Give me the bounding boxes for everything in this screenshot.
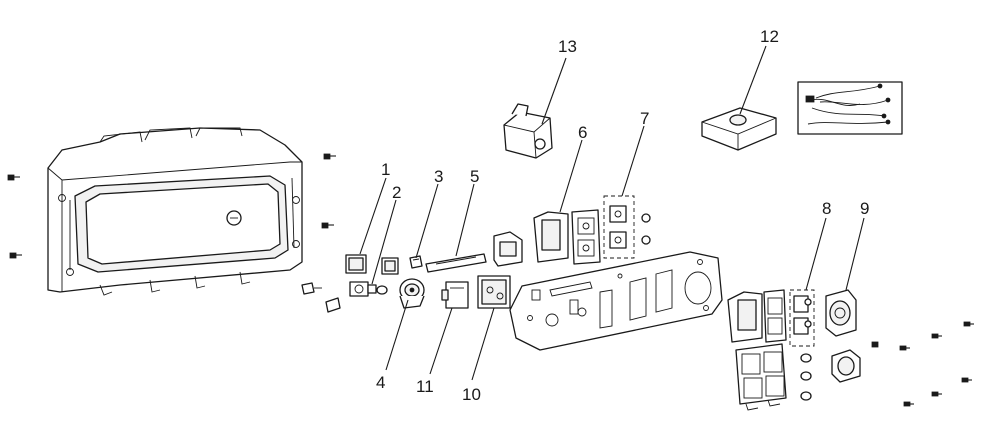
part-6-gfci-outlet <box>533 209 601 265</box>
right-screws <box>871 321 974 407</box>
screw <box>931 391 942 397</box>
part-1-rocker-switch <box>345 254 367 274</box>
leader-6 <box>559 139 583 213</box>
leader-13 <box>541 57 567 125</box>
callout-9: 9 <box>860 199 869 218</box>
screw <box>899 345 910 351</box>
leader-3 <box>415 183 439 259</box>
part-12-terminal-block <box>701 107 777 151</box>
screw <box>963 321 974 327</box>
quad-outlet <box>735 343 787 411</box>
callout-5: 5 <box>470 167 479 186</box>
screw <box>323 153 336 160</box>
leader-11 <box>429 307 453 375</box>
faceplate <box>509 251 723 351</box>
part-13-junction-box <box>503 103 553 159</box>
callout-labels: 1 2 3 4 5 6 7 8 9 10 11 12 13 <box>376 27 869 404</box>
housing-screws <box>7 153 336 259</box>
leader-2 <box>371 199 397 285</box>
callout-7: 7 <box>640 109 649 128</box>
screw <box>903 401 914 407</box>
screw <box>961 377 972 383</box>
callout-2: 2 <box>392 183 401 202</box>
screw <box>931 333 942 339</box>
part-5-terminal-strip <box>425 253 487 273</box>
leader-8 <box>805 217 827 291</box>
callout-1: 1 <box>381 160 390 179</box>
part-3-fuse-holder <box>381 255 423 275</box>
right-gfci-outlets <box>727 289 787 343</box>
leader-12 <box>739 45 767 115</box>
screw <box>7 174 20 181</box>
screw <box>321 222 334 229</box>
part-11-relay <box>441 281 469 309</box>
callout-8: 8 <box>822 199 831 218</box>
callout-10: 10 <box>462 385 481 404</box>
part-8-breaker-group <box>789 289 815 347</box>
part-2-breaker-assembly <box>301 281 388 313</box>
leader-4 <box>385 299 409 371</box>
callout-13: 13 <box>558 37 577 56</box>
callout-6: 6 <box>578 123 587 142</box>
breaker-caps <box>800 353 812 401</box>
leader-10 <box>471 307 495 381</box>
control-panel-housing <box>47 127 303 296</box>
callout-11: 11 <box>416 377 434 396</box>
screw <box>9 252 22 259</box>
part-7-breaker-group <box>603 195 651 259</box>
part-4-cigarette-socket <box>399 278 425 309</box>
callout-3: 3 <box>434 167 443 186</box>
part-9-twist-lock-receptacle <box>825 289 857 337</box>
leader-lines <box>359 45 865 381</box>
screw <box>871 341 879 348</box>
round-receptacle <box>831 349 861 383</box>
leader-9 <box>845 217 865 291</box>
callout-4: 4 <box>376 373 385 392</box>
part-10-outlet-module <box>477 275 511 309</box>
callout-12: 12 <box>760 27 779 46</box>
leader-7 <box>621 125 645 197</box>
leader-1 <box>359 177 387 255</box>
cover-boot <box>493 231 523 267</box>
leader-5 <box>455 183 475 257</box>
wiring-harness-inset <box>797 81 903 135</box>
